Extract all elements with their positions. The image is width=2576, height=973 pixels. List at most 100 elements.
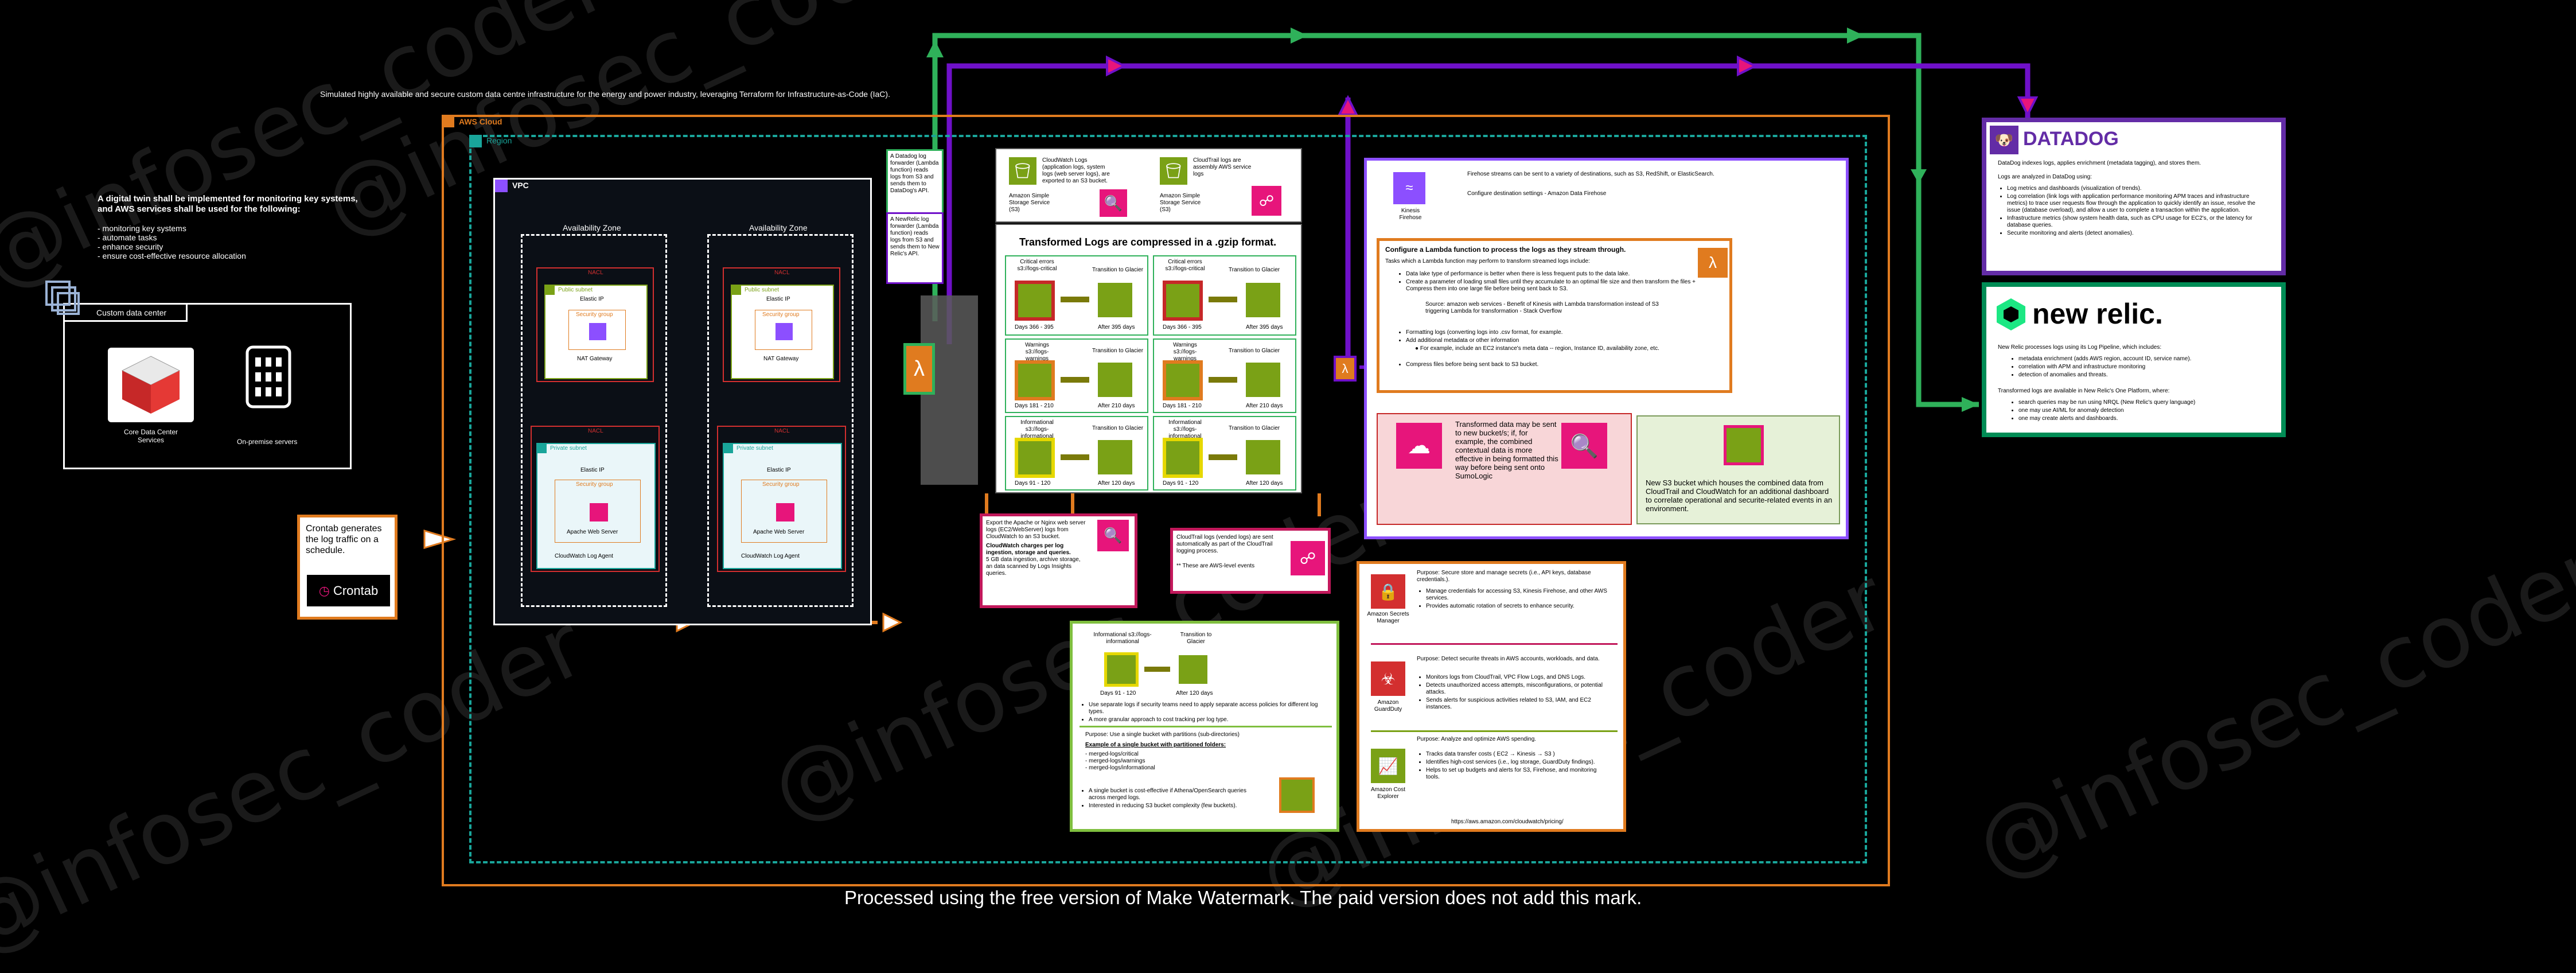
guardduty-name: Amazon GuardDuty [1374,699,1402,713]
security-panel: 🔒 Amazon Secrets Manager Purpose: Secure… [1357,561,1626,832]
glacier-icon [1098,363,1132,397]
single-bullet: A single bucket is cost-effective if Ath… [1089,788,1252,801]
secrets-name: Amazon Secrets Manager [1367,611,1409,624]
datadog-forwarder-note: A Datadog log forwarder (Lambda function… [886,149,944,221]
security-group-label: Security group [576,312,613,318]
transform-bullet: Compress files before being sent back to… [1406,361,1701,368]
datacenter-title: Custom data center [96,308,167,317]
guardduty-bullet: Monitors logs from CloudTrail, VPC Flow … [1426,674,1612,681]
s3-bucket-icon [1724,425,1764,465]
lambda-transform-box: Configure a Lambda function to process t… [1377,238,1732,393]
arrow-right [1209,454,1237,460]
transform-bullet: Add additional metadata or other informa… [1406,337,1701,344]
tier-transition: Transition to Glacier [1229,348,1280,354]
lambda-transform-bullets-3: Compress files before being sent back to… [1397,361,1701,369]
cost-bullets: Tracks data transfer costs ( EC2 → Kines… [1417,751,1612,782]
single-bullets-2: A single bucket is cost-effective if Ath… [1079,788,1252,811]
secrets-manager-icon: 🔒 [1371,574,1405,609]
apache-label: Apache Web Server [567,529,618,535]
ec2-icon [590,503,608,521]
lambda-transform-title: Configure a Lambda function to process t… [1385,246,1626,254]
intro-item: - ensure cost-effective resource allocat… [98,251,246,260]
newrelic-brand: new relic. [2032,298,2163,330]
core-datacenter-icon [108,348,194,422]
lambda-icon: λ [903,343,935,395]
s3-tier-icon [1104,652,1139,687]
cloudwatch-icon: 🔍 [1097,520,1129,551]
arrow-right [1144,667,1170,672]
datadog-bullet: Log metrics and dashboards (visualizatio… [2007,185,2267,192]
single-bullet: A more granular approach to cost trackin… [1089,717,1320,723]
aws-cloud-icon [444,117,454,127]
tier-prefix: Informational s3://logs-informational [1168,419,1202,439]
cost-name: Amazon Cost Explorer [1370,787,1406,800]
lambda-transform-bullets: Data lake type of performance is better … [1397,271,1701,294]
nacl-public-2: NACL Public subnet Elastic IP Security g… [723,267,840,382]
tier-warnings-left: Warnings s3://logs-warnings Transition t… [1005,338,1148,413]
newrelic-bullet: correlation with APM and infrastructure … [2018,364,2262,371]
tier-prefix: Informational s3://logs-informational [1020,419,1054,439]
tier-prefix: Warnings s3://logs-warnings [1025,342,1049,362]
firehose-name: Kinesis Firehose [1399,208,1422,221]
single-bullet: Interested in reducing S3 bucket complex… [1089,803,1252,809]
transform-source: Source: amazon web services - Benefit of… [1425,301,1659,314]
newrelic-bullet: one may create alerts and dashboards. [2018,415,2262,422]
single-days: Days 91 - 120 [1100,690,1136,696]
export-text: Export the Apache or Nginx web server lo… [986,520,1086,540]
cloudwatch-icon: 🔍 [1561,423,1607,469]
folder: - merged-logs/critical [1085,751,1139,757]
newrelic-forwarder-text: A NewRelic log forwarder (Lambda functio… [890,216,940,257]
newrelic-bullet: one may use AI/ML for anomaly detection [2018,407,2262,414]
arrow-right [1061,377,1089,383]
tier-after: After 120 days [1098,480,1135,487]
custom-data-center: Custom data center Core Data Center Serv… [45,281,352,469]
az-label: Availability Zone [749,223,808,232]
az-label: Availability Zone [563,223,621,232]
folder: - merged-logs/warnings [1085,758,1145,764]
glacier-icon [1179,655,1207,684]
newrelic-panel: new relic. New Relic processes logs usin… [1982,282,2286,437]
tier-prefix: Warnings s3://logs-warnings [1173,342,1197,362]
datadog-bullet: Securite monitoring and alerts (detect a… [2007,230,2267,237]
cost-bullet: Helps to set up budgets and alerts for S… [1426,767,1612,781]
crontab-box: Crontab generates the log traffic on a s… [297,515,397,620]
newrelic-bullet: detection of anomalies and threats. [2018,372,2262,379]
export-bold: CloudWatch charges per log ingestion, st… [986,543,1071,556]
pricing-link[interactable]: https://aws.amazon.com/cloudwatch/pricin… [1451,819,1564,825]
guardduty-bullets: Monitors logs from CloudTrail, VPC Flow … [1417,674,1612,712]
guardduty-purpose: Purpose: Detect securite threats in AWS … [1417,656,1600,662]
cloudtrail-box: CloudTrail logs (vended logs) are sent a… [1170,528,1331,594]
region-icon [469,135,482,147]
elastic-ip-label: Elastic IP [580,467,605,473]
tier-after: After 395 days [1246,324,1283,330]
cost-bullet: Identifies high-cost services (i.e., log… [1426,759,1612,766]
tier-after: After 395 days [1098,324,1135,330]
security-group: Security group [568,310,626,350]
datadog-intro: DataDog indexes logs, applies enrichment… [1998,160,2201,166]
s3-bucket-icon [1009,157,1036,185]
glacier-icon [1246,440,1280,474]
nacl-label: NACL [588,270,603,276]
transform-bullet: Formatting logs (converting logs into .c… [1406,329,1701,336]
tier-days: Days 91 - 120 [1163,480,1199,487]
tier-informational-right: Informational s3://logs-informational Tr… [1153,416,1296,491]
firehose-panel: ≈ Kinesis Firehose Firehose streams can … [1364,158,1849,539]
transformed-text: Transformed data may be sent to new buck… [1455,420,1558,480]
onprem-label: On-premise servers [237,438,298,446]
glacier-icon [1246,363,1280,397]
datadog-bullets: Log metrics and dashboards (visualizatio… [1998,185,2267,238]
security-group: Security group Apache Web Server [555,480,641,543]
cost-bullet: Tracks data transfer costs ( EC2 → Kines… [1426,751,1612,758]
tier-after: After 210 days [1098,403,1135,409]
newrelic-bullet: search queries may be run using NRQL (Ne… [2018,399,2262,406]
secrets-bullet: Manage credentials for accessing S3, Kin… [1426,588,1612,602]
cw-agent-label: CloudWatch Log Agent [741,553,800,559]
nacl-label: NACL [774,428,790,434]
newrelic-bullet: metadata enrichment (adds AWS region, ac… [2018,356,2262,363]
cloudtrail-desc: CloudTrail logs are assembly AWS service… [1193,157,1252,177]
glacier-icon [1098,283,1132,317]
guardduty-icon: ☣ [1371,661,1405,696]
tier-transition: Transition to Glacier [1092,267,1144,273]
s3-name: Amazon Simple Storage Service (S3) [1160,193,1201,213]
nacl-private-2: NACL Private subnet Elastic IP Security … [717,426,846,572]
